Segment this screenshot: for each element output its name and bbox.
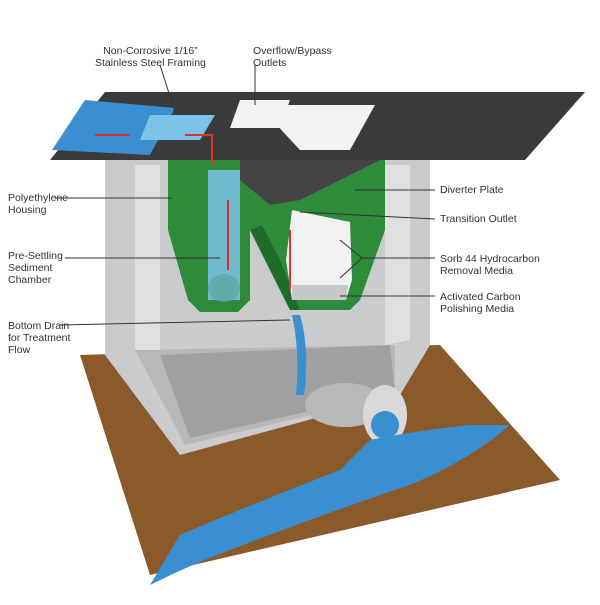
street-water — [52, 100, 175, 155]
label-framing: Non-Corrosive 1/16” Stainless Steel Fram… — [95, 45, 206, 69]
label-carbon: Activated Carbon Polishing Media — [440, 291, 521, 315]
label-overflow: Overflow/Bypass Outlets — [253, 45, 332, 69]
label-drain: Bottom Drain for Treatment Flow — [8, 320, 71, 356]
label-sorb: Sorb 44 Hydrocarbon Removal Media — [440, 253, 540, 277]
discharge-water — [150, 425, 510, 585]
pipe-water — [371, 411, 399, 439]
vault-rim-right — [385, 165, 410, 345]
grate-main — [258, 105, 375, 150]
label-diverter: Diverter Plate — [440, 184, 504, 196]
label-transition: Transition Outlet — [440, 213, 517, 225]
housing-shadow — [250, 225, 300, 310]
leader-lines — [55, 64, 436, 326]
diverter-plate-shape — [240, 160, 380, 205]
falling-water — [292, 315, 307, 395]
label-housing: Polyethylene Housing — [8, 192, 69, 216]
carbon-media — [292, 285, 348, 300]
flow-arrow-2 — [185, 134, 213, 165]
vault-floor — [160, 345, 395, 438]
sediment — [208, 274, 240, 302]
street-water-light — [140, 115, 215, 140]
label-presettling: Pre-Settling Sediment Chamber — [8, 250, 63, 286]
sorb-media — [286, 210, 352, 300]
